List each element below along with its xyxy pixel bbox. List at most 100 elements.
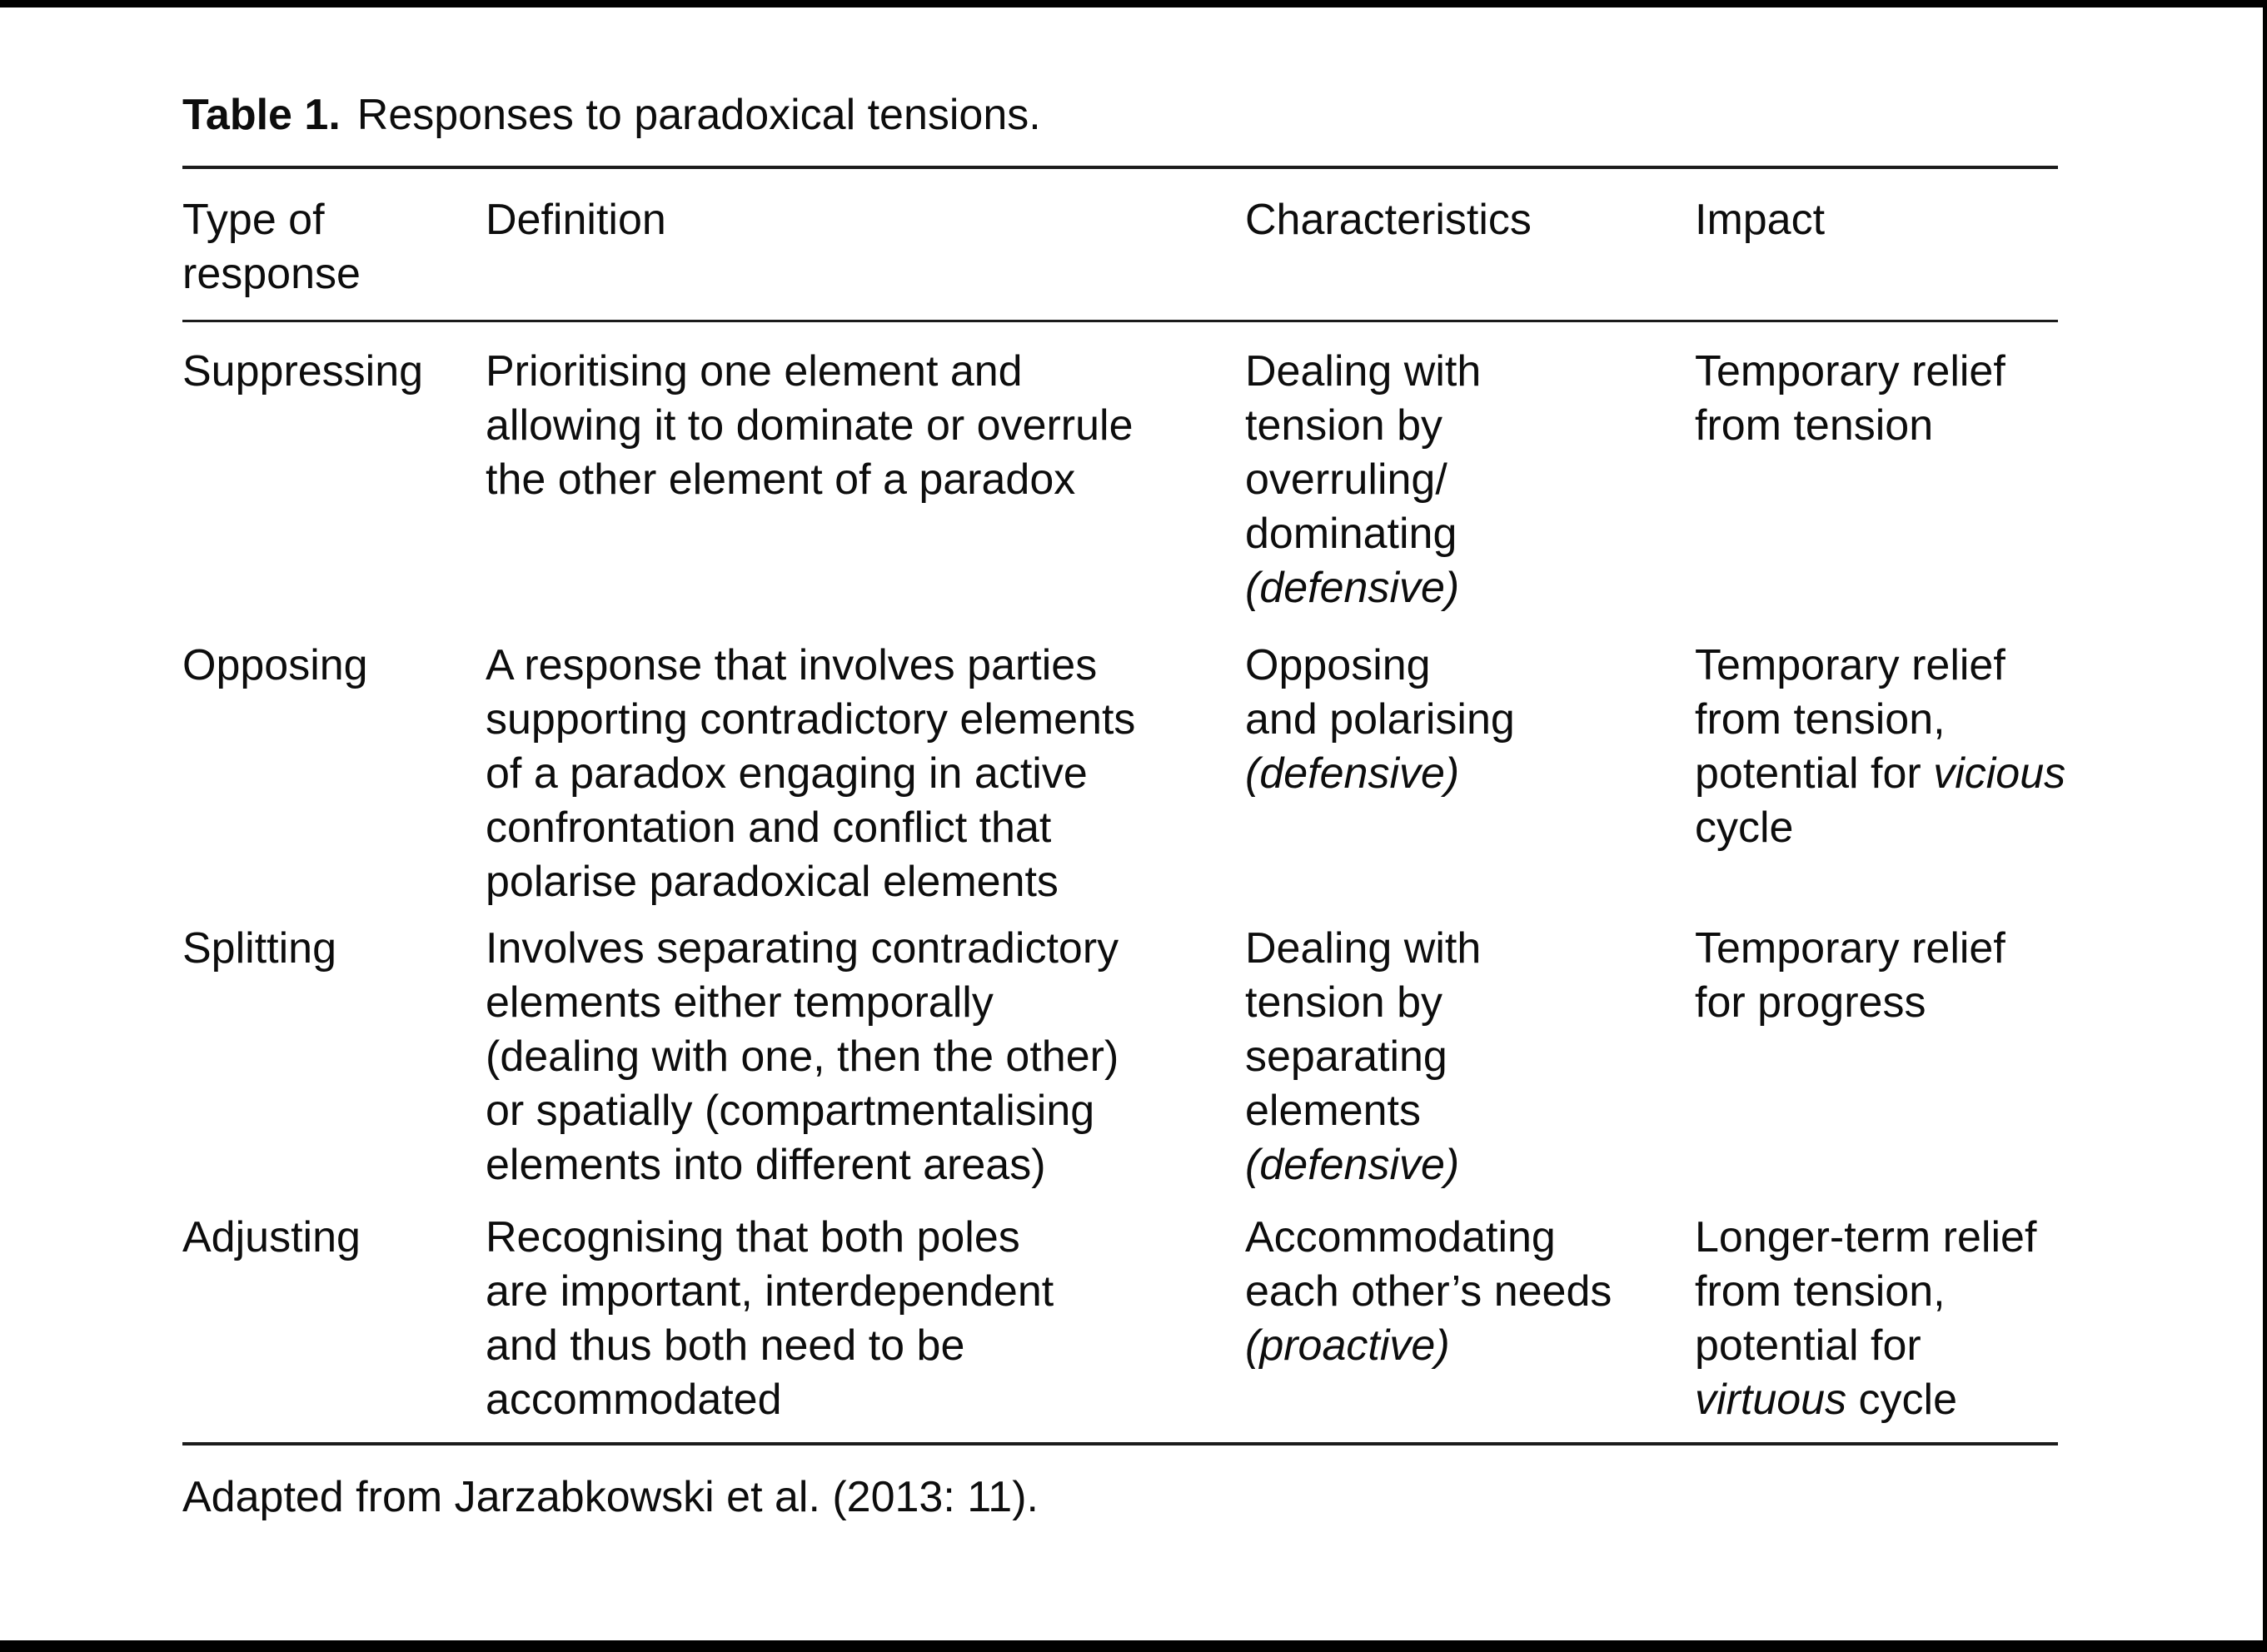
column-header-characteristics: Characteristics bbox=[1245, 193, 1695, 301]
cell-line: are important, interdependent bbox=[486, 1265, 1245, 1319]
table-figure: Table 1.Responses to paradoxical tension… bbox=[182, 0, 2065, 1652]
cell-line: elements either temporally bbox=[486, 976, 1245, 1030]
cell-line: or spatially (compartmentalising bbox=[486, 1084, 1245, 1138]
cell-line: response bbox=[182, 247, 486, 301]
column-header-type: Type of response bbox=[182, 193, 486, 301]
text: Characteristics bbox=[1245, 196, 1532, 244]
cell-line: allowing it to dominate or overrule bbox=[486, 399, 1245, 453]
cell-impact: Temporary relief from tension bbox=[1695, 345, 2058, 615]
text: cycle bbox=[1695, 804, 1794, 852]
cell-line: Definition bbox=[486, 193, 1245, 247]
text: and polarising bbox=[1245, 695, 1515, 744]
text: Dealing with bbox=[1245, 924, 1482, 973]
text: Temporary relief bbox=[1695, 347, 2005, 396]
text: for progress bbox=[1695, 978, 1926, 1027]
cell-line: Adjusting bbox=[182, 1211, 486, 1265]
cell-line: (defensive) bbox=[1245, 1138, 1695, 1192]
column-header-impact: Impact bbox=[1695, 193, 2058, 301]
italic-text: (defensive) bbox=[1245, 1141, 1460, 1189]
cell-line: and polarising bbox=[1245, 693, 1695, 747]
cell-line: elements bbox=[1245, 1084, 1695, 1138]
cell-line: confrontation and conflict that bbox=[486, 801, 1245, 855]
cell-line: accommodated bbox=[486, 1373, 1245, 1427]
text: Longer-term relief bbox=[1695, 1213, 2037, 1261]
cell-line: Recognising that both poles bbox=[486, 1211, 1245, 1265]
cell-line: the other element of a paradox bbox=[486, 453, 1245, 507]
cell-definition: Prioritising one element and allowing it … bbox=[486, 345, 1245, 615]
cell-line: tension by bbox=[1245, 976, 1695, 1030]
text: the other element of a paradox bbox=[486, 455, 1076, 504]
text: polarise paradoxical elements bbox=[486, 858, 1059, 906]
cell-line: each other’s needs bbox=[1245, 1265, 1695, 1319]
cell-line: Temporary relief bbox=[1695, 345, 2058, 399]
bottom-border-bar bbox=[0, 1640, 2267, 1652]
text: confrontation and conflict that bbox=[486, 804, 1052, 852]
cell-line: Prioritising one element and bbox=[486, 345, 1245, 399]
cell-line: separating bbox=[1245, 1030, 1695, 1084]
cell-line: Opposing bbox=[1245, 639, 1695, 693]
cell-line: Dealing with bbox=[1245, 922, 1695, 976]
table-bottom-rule bbox=[182, 1442, 2058, 1446]
cell-line: Accommodating bbox=[1245, 1211, 1695, 1265]
text: from tension bbox=[1695, 401, 1934, 450]
cell-line: Characteristics bbox=[1245, 193, 1695, 247]
text: Adjusting bbox=[182, 1213, 361, 1261]
table-top-rule bbox=[182, 166, 2058, 169]
text: Impact bbox=[1695, 196, 1826, 244]
italic-text: (proactive) bbox=[1245, 1321, 1450, 1370]
text: dominating bbox=[1245, 510, 1457, 558]
cell-line: Suppressing bbox=[182, 345, 486, 399]
cell-line: Temporary relief bbox=[1695, 639, 2058, 693]
text: elements into different areas) bbox=[486, 1141, 1046, 1189]
cell-type: Splitting bbox=[182, 922, 486, 1192]
text: and thus both need to be bbox=[486, 1321, 965, 1370]
text: from tension, bbox=[1695, 695, 1946, 744]
text: allowing it to dominate or overrule bbox=[486, 401, 1134, 450]
text: potential for bbox=[1695, 749, 1934, 798]
cell-definition: Involves separating contradictory element… bbox=[486, 922, 1245, 1192]
right-border-line bbox=[2263, 0, 2267, 1652]
cell-line: potential for bbox=[1695, 1319, 2058, 1373]
text: response bbox=[182, 250, 361, 298]
text: cycle bbox=[1846, 1376, 1957, 1424]
cell-line: from tension, bbox=[1695, 693, 2058, 747]
text: A response that involves parties bbox=[486, 641, 1098, 689]
cell-line: cycle bbox=[1695, 801, 2058, 855]
text: Opposing bbox=[182, 641, 368, 689]
cell-line: dominating bbox=[1245, 507, 1695, 561]
text: Dealing with bbox=[1245, 347, 1482, 396]
cell-line: Dealing with bbox=[1245, 345, 1695, 399]
cell-line: tension by bbox=[1245, 399, 1695, 453]
text: accommodated bbox=[486, 1376, 782, 1424]
cell-line: Longer-term relief bbox=[1695, 1211, 2058, 1265]
top-border-bar bbox=[0, 0, 2267, 7]
text: tension by bbox=[1245, 401, 1443, 450]
text: tension by bbox=[1245, 978, 1443, 1027]
text: (dealing with one, then the other) bbox=[486, 1032, 1119, 1081]
cell-line: supporting contradictory elements bbox=[486, 693, 1245, 747]
cell-line: (proactive) bbox=[1245, 1319, 1695, 1373]
text: Prioritising one element and bbox=[486, 347, 1023, 396]
cell-line: polarise paradoxical elements bbox=[486, 855, 1245, 909]
text: or spatially (compartmentalising bbox=[486, 1087, 1095, 1135]
text: Type of bbox=[182, 196, 325, 244]
text: of a paradox engaging in active bbox=[486, 749, 1088, 798]
table-caption-text: Responses to paradoxical tensions. bbox=[356, 91, 1041, 139]
cell-line: for progress bbox=[1695, 976, 2058, 1030]
cell-line: Temporary relief bbox=[1695, 922, 2058, 976]
text: Involves separating contradictory bbox=[486, 924, 1119, 973]
text: elements either temporally bbox=[486, 978, 994, 1027]
